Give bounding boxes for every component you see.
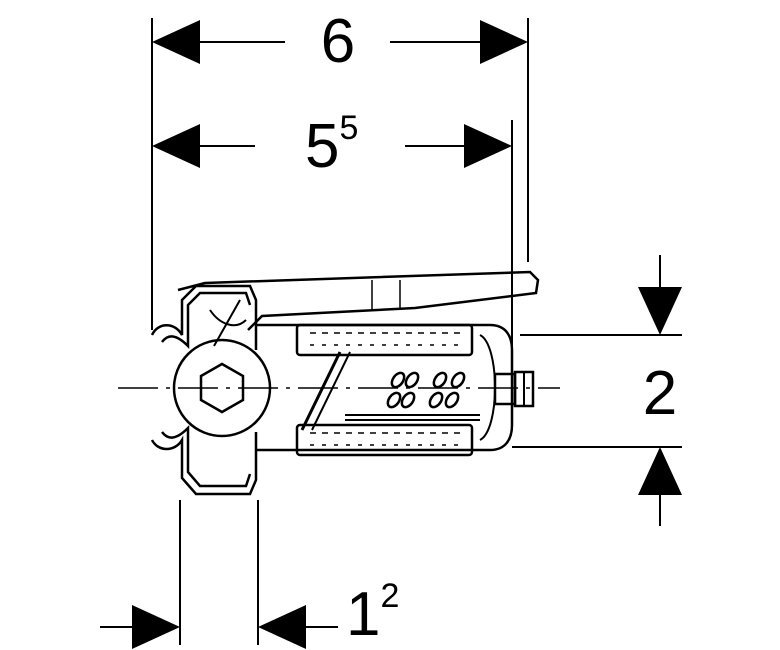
arrowhead-left bbox=[152, 20, 200, 64]
arrowhead-top bbox=[638, 287, 682, 335]
clamp-frame-top-inner bbox=[161, 291, 252, 350]
arrowhead-left bbox=[152, 124, 200, 168]
dimension-clamp-width: 12 bbox=[100, 500, 399, 649]
dimension-overall-width: 6 bbox=[151, 7, 529, 330]
dimension-height: 2 bbox=[512, 255, 682, 526]
dimension-inner-width: 55 bbox=[152, 109, 513, 345]
arrowhead-bottom bbox=[638, 447, 682, 495]
lower-jaw bbox=[295, 423, 474, 457]
clamp-frame-bottom bbox=[150, 432, 258, 496]
bolt bbox=[493, 370, 535, 408]
clamp-hub bbox=[172, 338, 272, 438]
clamp-bracket bbox=[256, 323, 514, 452]
arrowhead-left bbox=[132, 605, 180, 649]
clamp-frame-top bbox=[150, 284, 258, 350]
dimension-label-height: 2 bbox=[643, 359, 677, 428]
arrowhead-right bbox=[258, 605, 306, 649]
arrowhead-right bbox=[480, 20, 528, 64]
clamp-lever bbox=[177, 270, 540, 331]
clamp-frame-bottom-inner bbox=[161, 424, 252, 488]
pipe-clamp bbox=[150, 270, 540, 496]
hub-detail bbox=[209, 299, 247, 347]
diagonal-strut bbox=[311, 351, 351, 431]
arrowhead-right bbox=[464, 124, 512, 168]
upper-jaw bbox=[295, 323, 474, 357]
diagonal-strut bbox=[300, 351, 342, 431]
dimension-label-overall-width: 6 bbox=[321, 7, 355, 76]
spring-coils bbox=[386, 371, 466, 409]
inner-plate bbox=[345, 414, 480, 421]
hex-socket bbox=[199, 362, 245, 414]
dimension-label-clamp-width: 12 bbox=[346, 577, 399, 649]
dimension-label-inner-width: 55 bbox=[305, 109, 358, 181]
